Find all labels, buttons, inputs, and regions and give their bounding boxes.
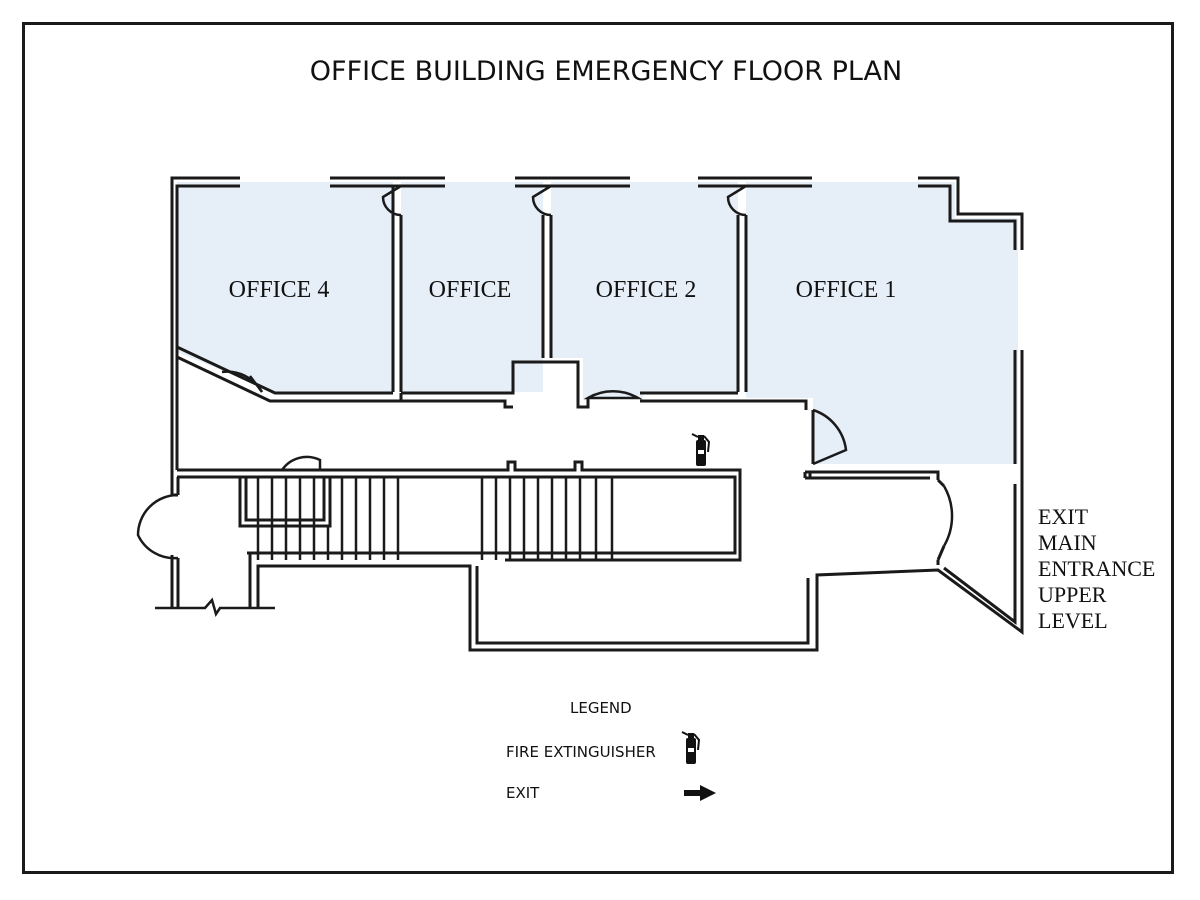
exit-label-line: LEVEL xyxy=(1038,608,1108,633)
exit-label-line: MAIN xyxy=(1038,530,1097,555)
exit-label-line: EXIT xyxy=(1038,504,1089,529)
plan-border xyxy=(22,22,1174,874)
office-2-area xyxy=(551,182,738,398)
room-label-office-1: OFFICE 1 xyxy=(796,277,897,303)
exit-arrow-icon xyxy=(684,785,716,801)
legend-heading: LEGEND xyxy=(570,699,632,717)
exit-label-line: ENTRANCE xyxy=(1038,556,1155,581)
room-label-office-2: OFFICE 2 xyxy=(596,277,697,303)
room-label-office-4: OFFICE 4 xyxy=(229,277,330,303)
walls xyxy=(136,176,1024,652)
exit-label: EXIT MAIN ENTRANCE UPPER LEVEL xyxy=(1038,504,1155,633)
fire-extinguisher-icon xyxy=(691,433,711,466)
legend-item-label: EXIT xyxy=(506,784,540,802)
office-4-area xyxy=(177,182,393,392)
legend-item-label: FIRE EXTINGUISHER xyxy=(506,743,656,761)
exit-label-line: UPPER xyxy=(1038,582,1107,607)
plan-title: OFFICE BUILDING EMERGENCY FLOOR PLAN xyxy=(310,56,902,87)
legend: LEGEND FIRE EXTINGUISHER EXIT xyxy=(506,699,716,802)
office-fills xyxy=(177,182,1018,464)
fire-extinguisher-icon xyxy=(681,731,701,764)
office-1-area xyxy=(746,182,1018,464)
room-label-office: OFFICE xyxy=(429,277,512,303)
office-area xyxy=(401,182,543,392)
